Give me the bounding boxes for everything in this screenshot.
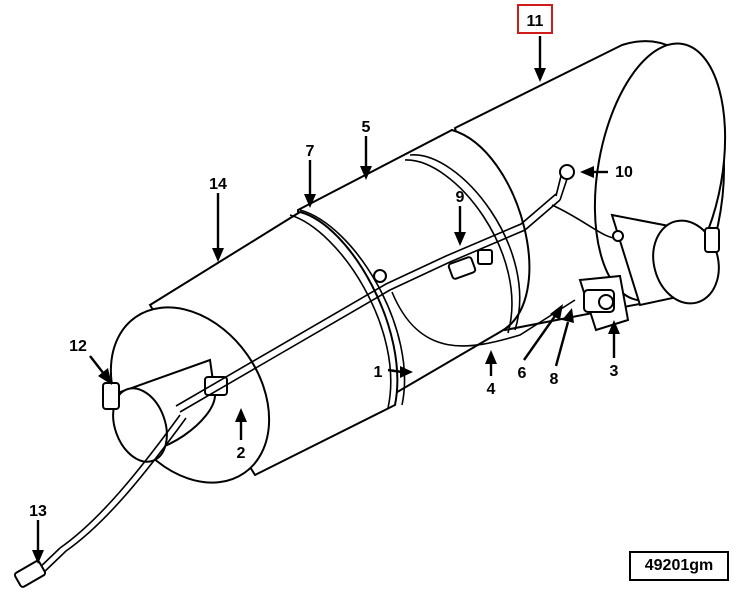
callout-arrows	[32, 36, 620, 564]
callout-13: 13	[29, 503, 47, 520]
callout-8: 8	[550, 371, 559, 388]
callout-3: 3	[610, 363, 619, 380]
callout-5: 5	[362, 119, 371, 136]
callout-labels: 11 5 7 14 9 10 12 1 4 6 8 3 2 13	[29, 13, 633, 520]
callout-11-highlight	[517, 4, 553, 34]
sensor-bracket	[578, 274, 630, 332]
callout-14: 14	[209, 176, 227, 193]
drawing-id-label: 49201gm	[629, 551, 729, 581]
callout-1: 1	[374, 364, 383, 381]
callout-9: 9	[456, 189, 465, 206]
callout-12: 12	[69, 338, 87, 355]
callout-2: 2	[237, 445, 246, 462]
callout-10: 10	[615, 164, 633, 181]
callout-7: 7	[306, 143, 315, 160]
callout-6: 6	[518, 365, 527, 382]
callout-4: 4	[487, 381, 496, 398]
outlet-pipe	[610, 213, 720, 307]
callout-11: 11	[527, 13, 544, 30]
wiring-harness	[13, 164, 624, 588]
